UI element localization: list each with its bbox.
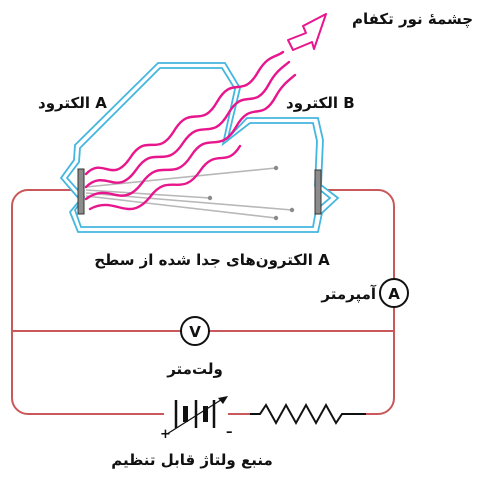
supply-label: منبع ولتاژ قابل تنظیم [111, 451, 273, 469]
battery-plus: + [160, 427, 171, 442]
light-wave [88, 144, 242, 211]
ammeter-label: آمپرمتر [320, 285, 376, 304]
electron-path [85, 195, 277, 219]
battery-minus: – [226, 425, 233, 440]
ammeter-symbol: A [388, 285, 400, 303]
light-wave [84, 73, 297, 201]
variable-battery-icon: + – [160, 396, 233, 442]
electrode-b-plate [314, 169, 322, 215]
light-source-label: چشمهٔ نور تکفام [352, 10, 473, 29]
electron-path [85, 167, 277, 188]
electrons [207, 165, 295, 221]
electron-path [85, 189, 211, 199]
electron-dot [273, 165, 279, 171]
electrode-b-label: الکترود B [286, 94, 355, 112]
ammeter: A [379, 278, 409, 308]
adjust-arrow-head [218, 396, 228, 404]
electron-dot [289, 207, 295, 213]
voltmeter: V [180, 316, 210, 346]
resistor-icon [250, 402, 366, 426]
tube-inner-outline [65, 67, 332, 228]
electron-dot [273, 215, 279, 221]
electrode-a-plate [77, 168, 85, 215]
emitted-electrons-label: الکترون‌های جدا شده از سطح A [94, 251, 330, 269]
light-wave [84, 60, 291, 189]
light-wave [84, 50, 285, 176]
adjust-arrow-line [166, 397, 225, 435]
voltmeter-circle [180, 316, 210, 346]
voltmeter-label: ولت‌متر [166, 360, 223, 378]
light-waves [84, 50, 297, 211]
ammeter-circle [379, 278, 409, 308]
electron-dot [207, 195, 213, 201]
voltmeter-symbol: V [189, 323, 201, 341]
light-source-arrow-icon [287, 13, 327, 51]
electrode-a-label: الکترود A [38, 94, 107, 112]
